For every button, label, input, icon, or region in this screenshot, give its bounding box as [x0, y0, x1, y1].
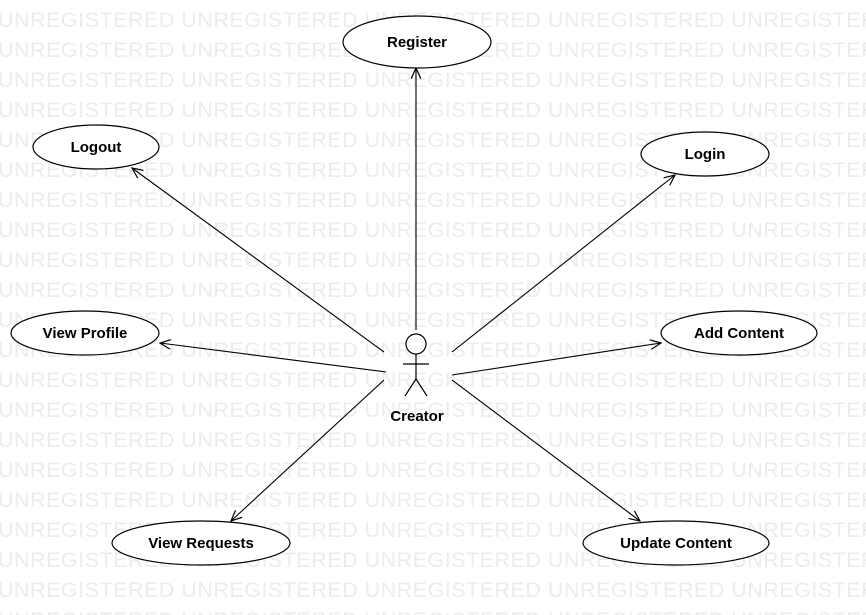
use-case-ellipse — [640, 131, 770, 177]
actor-right-leg — [415, 378, 428, 397]
use-case-label: Update Content — [620, 535, 732, 552]
association-logout — [132, 168, 385, 353]
use-case-label: View Requests — [148, 535, 254, 552]
use-case-ellipse — [582, 520, 770, 566]
actor-name: Creator — [390, 408, 444, 425]
use-case-register[interactable]: Register — [342, 15, 492, 69]
actor-head — [405, 333, 427, 355]
use-case-ellipse — [111, 520, 291, 566]
use-case-view-profile[interactable]: View Profile — [10, 310, 160, 356]
use-case-label: Login — [685, 146, 726, 163]
use-case-label: Register — [387, 34, 447, 51]
association-login — [451, 175, 675, 353]
use-case-view-requests[interactable]: View Requests — [111, 520, 291, 566]
use-case-label: View Profile — [43, 325, 128, 342]
use-case-ellipse — [342, 15, 492, 69]
use-case-label: Add Content — [694, 325, 784, 342]
actor-left-leg — [404, 378, 417, 397]
use-case-update-content[interactable]: Update Content — [582, 520, 770, 566]
use-case-logout[interactable]: Logout — [32, 124, 160, 170]
use-case-add-content[interactable]: Add Content — [660, 310, 818, 356]
association-view-profile — [160, 343, 387, 373]
use-case-login[interactable]: Login — [640, 131, 770, 177]
associations — [132, 68, 675, 521]
use-case-label: Logout — [71, 139, 122, 156]
association-add-content — [451, 343, 661, 376]
association-update-content — [451, 379, 640, 521]
use-case-ellipse — [660, 310, 818, 356]
association-view-requests — [231, 379, 385, 521]
use-case-ellipse — [10, 310, 160, 356]
use-case-ellipse — [32, 124, 160, 170]
actor-creator[interactable]: Creator — [390, 333, 444, 425]
